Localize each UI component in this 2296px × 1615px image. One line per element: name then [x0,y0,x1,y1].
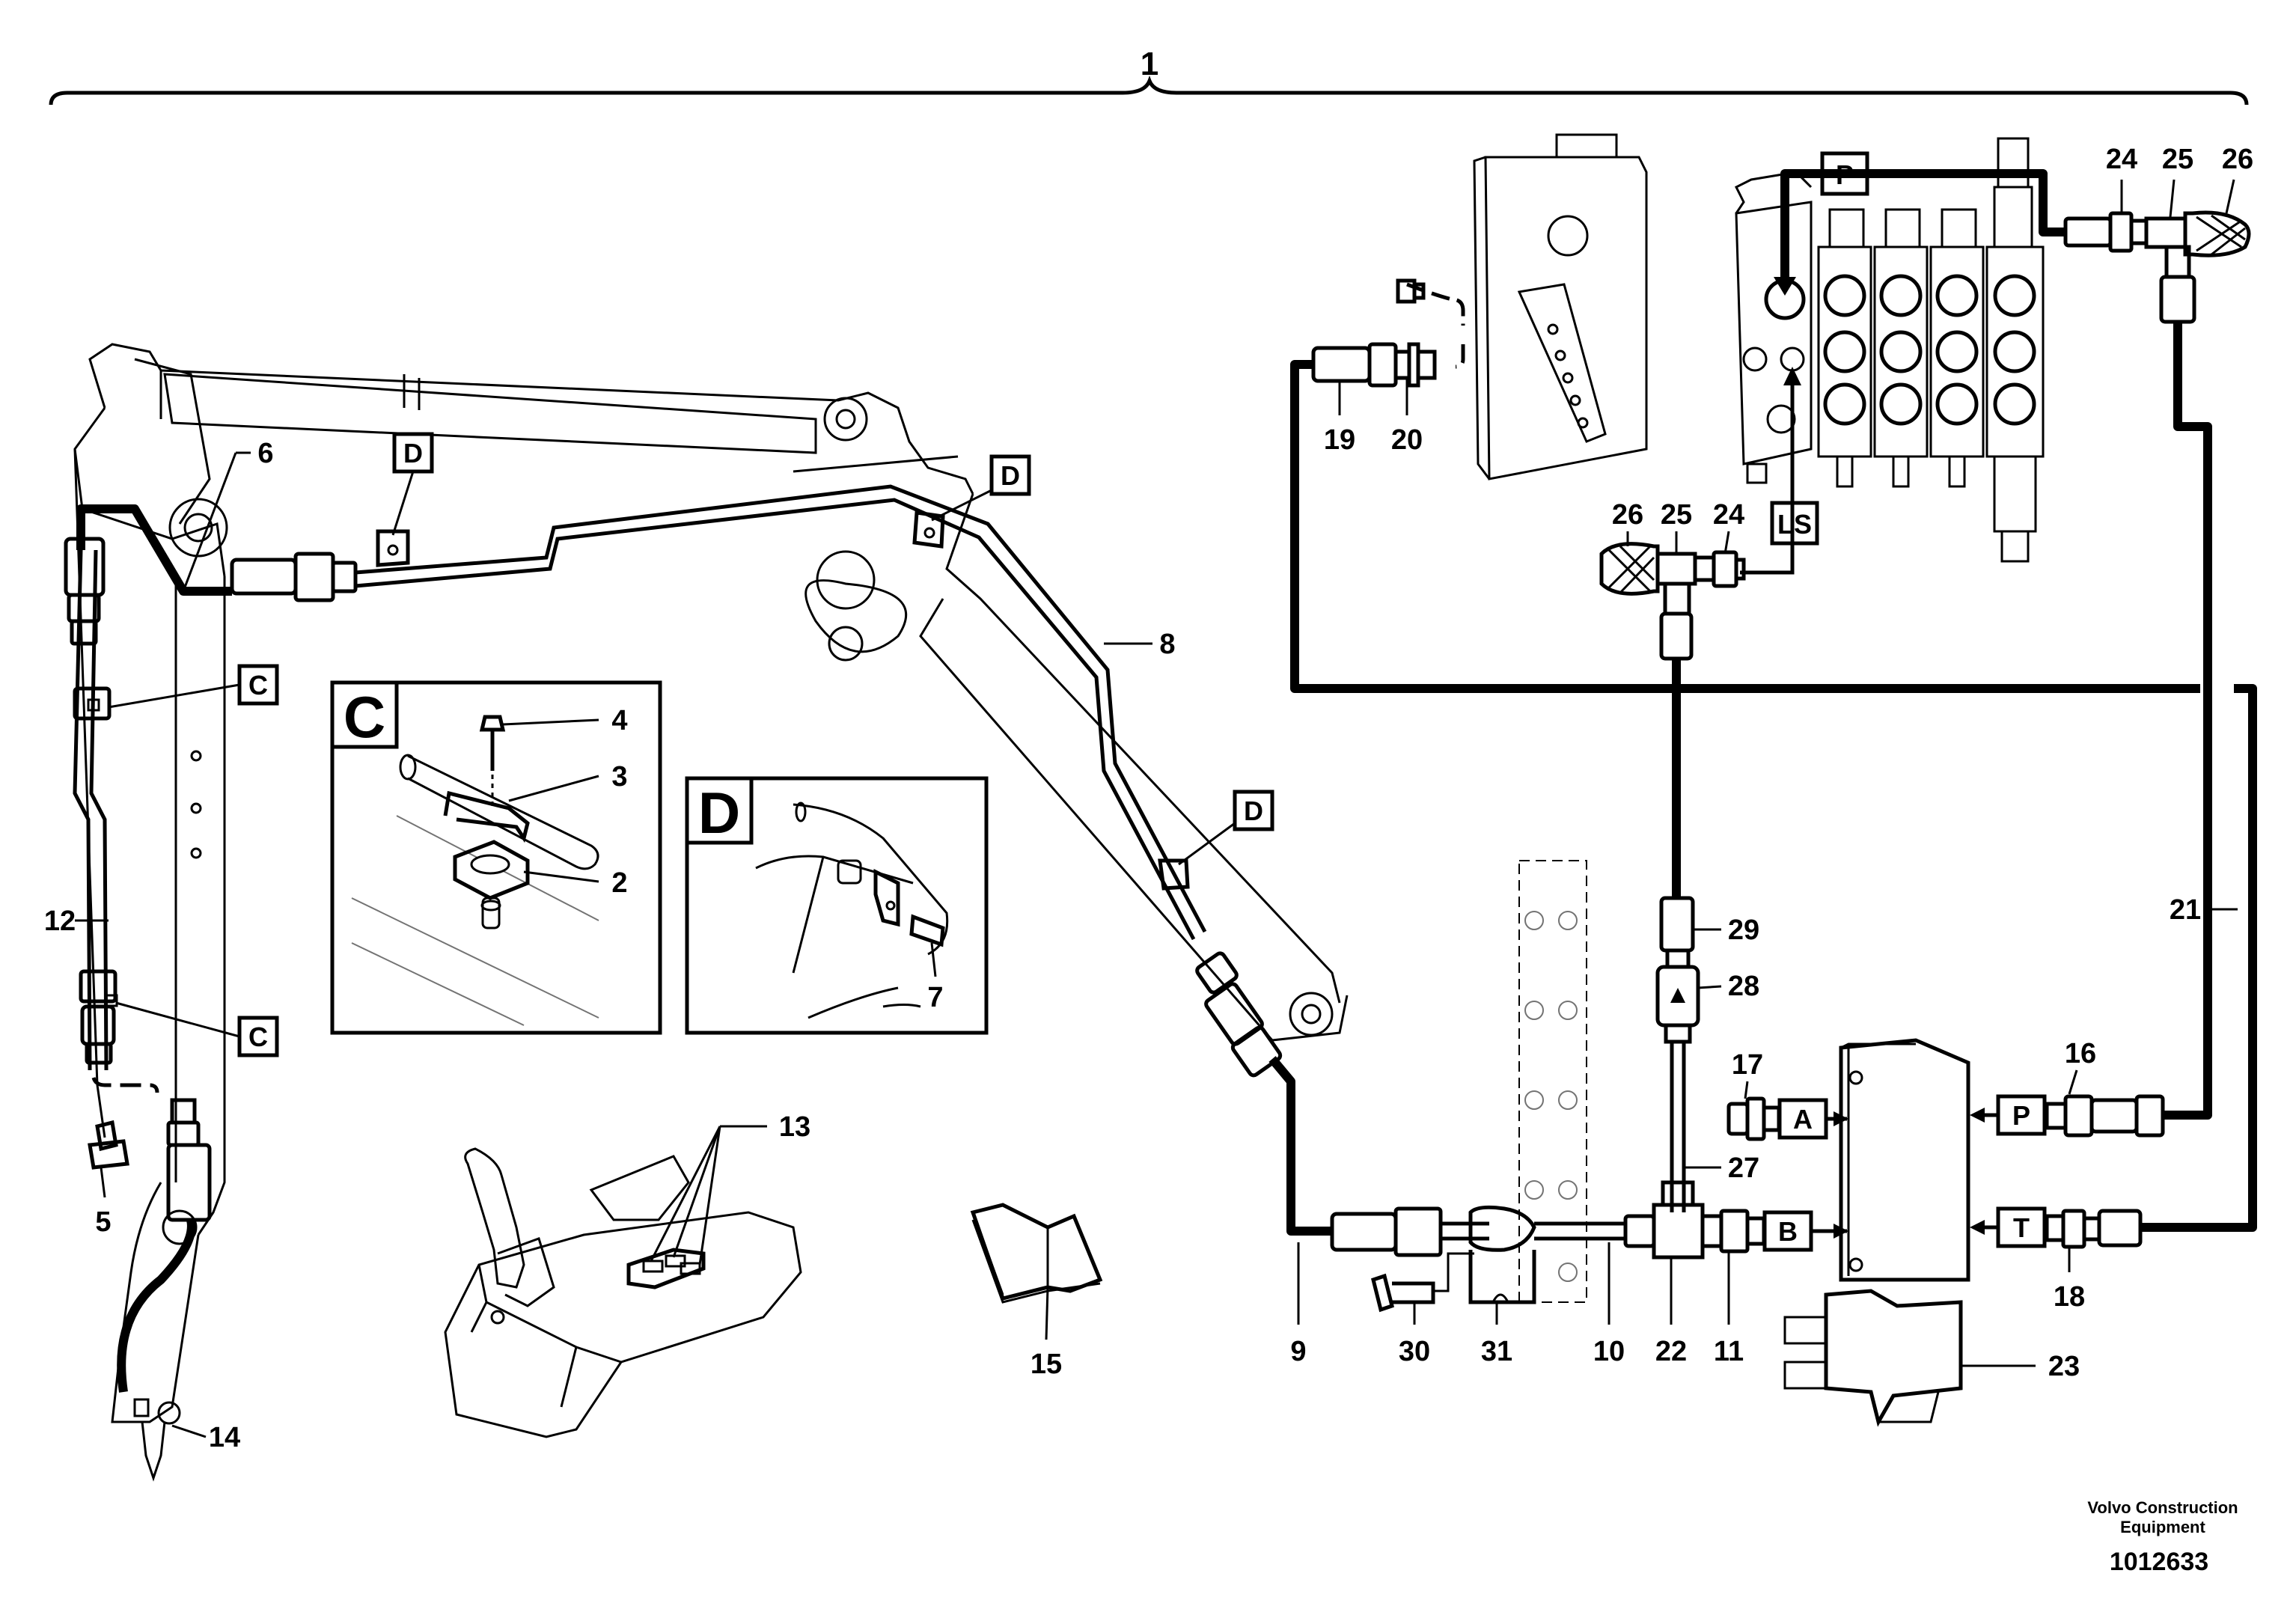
label-24-mid: 24 [1713,499,1744,531]
lower-assembly: 17 A B 23 P 16 [1290,860,2165,1427]
boom-labels: 6 8 12 5 14 C C D D D [44,432,1274,1453]
label-27: 27 [1728,1153,1759,1184]
label-28: 28 [1728,971,1759,1002]
port-p-valve: P [1836,159,1854,190]
manual-book: 15 [970,1203,1103,1380]
fitting-set-ls: 26 25 24 [1599,499,1746,661]
port-p-hammer: P [2012,1100,2030,1131]
label-12: 12 [44,906,76,937]
callout-c-lower: C [248,1022,268,1052]
boom-hose-system [64,484,1332,1393]
control-valve: P LS [1734,137,2066,575]
boom-arm-outline [73,343,1349,1482]
label-10: 10 [1593,1336,1625,1367]
footer-maker-line1: Volvo Construction [2087,1498,2238,1517]
detail-c-panel: C 4 3 2 [330,680,662,1035]
label-1: 1 [1141,46,1158,82]
label-22: 22 [1655,1336,1687,1367]
hydraulic-tank: 19 20 [1311,133,1648,480]
label-30: 30 [1399,1336,1430,1367]
callout-d-3: D [1244,796,1263,826]
port-t: T [2013,1212,2030,1243]
label-18: 18 [2054,1281,2085,1313]
label-6: 6 [257,438,273,469]
detail-d-title: D [698,780,740,846]
callout-d-2: D [1001,460,1020,491]
label-31: 31 [1481,1336,1512,1367]
label-8: 8 [1159,629,1175,660]
label-19: 19 [1324,424,1355,456]
main-hoses: 21 [1290,322,2257,1232]
label-26-top: 26 [2222,144,2253,175]
port-b: B [1778,1216,1798,1247]
label-23: 23 [2048,1351,2080,1382]
label-25-top: 25 [2162,144,2193,175]
label-21: 21 [2170,894,2201,926]
detail-c-title: C [344,684,385,750]
label-13: 13 [779,1111,810,1143]
assembly-brace [49,75,2249,106]
callout-c-upper: C [248,670,268,700]
label-2: 2 [611,867,627,899]
label-14: 14 [209,1422,240,1453]
label-15: 15 [1031,1349,1062,1380]
label-26-mid: 26 [1612,499,1643,531]
label-25-mid: 25 [1661,499,1692,531]
fitting-set-top: 24 25 26 [2063,144,2253,324]
label-9: 9 [1290,1336,1306,1367]
control-unit: 13 [444,1111,810,1438]
port-a: A [1793,1104,1813,1135]
label-4: 4 [611,705,627,736]
footer-maker-line2: Equipment [2120,1518,2205,1536]
label-7: 7 [927,982,943,1013]
footer-drawing-number: 1012633 [2110,1548,2208,1576]
detail-d-panel: D 7 [685,776,989,1035]
port-ls: LS [1777,509,1812,540]
label-16: 16 [2065,1038,2096,1069]
label-29: 29 [1728,915,1759,946]
label-5: 5 [95,1206,111,1238]
label-24-top: 24 [2106,144,2137,175]
label-20: 20 [1391,424,1423,456]
label-11: 11 [1714,1336,1744,1367]
callout-d-1: D [403,438,423,468]
label-3: 3 [611,761,627,793]
label-17: 17 [1732,1049,1763,1081]
footer: Volvo Construction Equipment 1012633 [2087,1498,2238,1576]
